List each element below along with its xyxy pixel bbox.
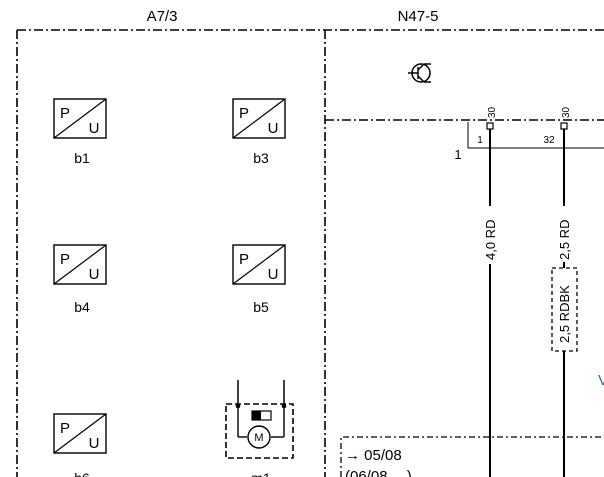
sensor-b1: P U b1 xyxy=(53,98,107,166)
connector-strip: 1 1 32 30 30 xyxy=(454,106,604,162)
sensor-u-symbol: U xyxy=(268,266,279,283)
sensor-u-symbol: U xyxy=(89,120,100,137)
pressure-sensor-icon xyxy=(53,413,107,454)
sensor-p-symbol: P xyxy=(239,105,249,122)
terminal-pin-icon xyxy=(560,122,568,130)
connector-pin-label: 1 xyxy=(477,135,483,146)
module-frames xyxy=(16,29,604,477)
sensor-label: b6 xyxy=(74,470,90,477)
motor-m1: M m1 xyxy=(225,380,294,477)
sensor-b5: P U b5 xyxy=(232,244,286,315)
sensor-label: b3 xyxy=(253,150,269,166)
splice-label: 2,5 RDBK xyxy=(557,285,572,343)
sensor-label: b1 xyxy=(74,150,90,166)
validity-from: → 05/08 xyxy=(345,447,402,464)
motor-label: m1 xyxy=(251,470,271,477)
sensor-b4: P U b4 xyxy=(53,244,107,315)
sensor-b3: P U b3 xyxy=(232,98,286,166)
validity-box: → 05/08 (06/08 →) xyxy=(340,436,604,477)
module-n47-5-title: N47-5 xyxy=(398,8,439,25)
sensor-p-symbol: P xyxy=(60,105,70,122)
sensor-u-symbol: U xyxy=(268,120,279,137)
sensor-u-symbol: U xyxy=(89,266,100,283)
terminal-label: 30 xyxy=(487,106,498,118)
wire-1: 4,0 RD xyxy=(483,129,498,477)
validity-to: (06/08 →) xyxy=(345,468,412,477)
motor-symbol: M xyxy=(254,432,263,444)
pressure-sensor-icon xyxy=(53,98,107,139)
sensor-label: b5 xyxy=(253,299,269,315)
sensor-b6: P U b6 xyxy=(53,413,107,477)
sensor-p-symbol: P xyxy=(239,251,249,268)
wire-label: 2,5 RD xyxy=(557,220,572,260)
connector-pin-label: 32 xyxy=(543,135,555,146)
wire-label: 4,0 RD xyxy=(483,220,498,260)
wire-2: 2,5 RD 2,5 RDBK xyxy=(551,129,578,477)
module-a7-3-title: A7/3 xyxy=(147,8,178,25)
pressure-sensor-icon xyxy=(232,244,286,285)
terminal-label: 30 xyxy=(561,106,572,118)
connector-bus-label: 1 xyxy=(454,147,461,162)
transistor-icon xyxy=(408,63,431,83)
sensor-label: b4 xyxy=(74,299,90,315)
sensor-p-symbol: P xyxy=(60,251,70,268)
sensor-p-symbol: P xyxy=(60,420,70,437)
edge-truncated-text: V xyxy=(598,372,604,389)
sensor-u-symbol: U xyxy=(89,435,100,452)
motor-frame xyxy=(225,403,294,459)
motor-icon xyxy=(247,425,271,449)
pressure-sensor-icon xyxy=(232,98,286,139)
terminal-pin-icon xyxy=(486,122,494,130)
pressure-sensor-icon xyxy=(53,244,107,285)
